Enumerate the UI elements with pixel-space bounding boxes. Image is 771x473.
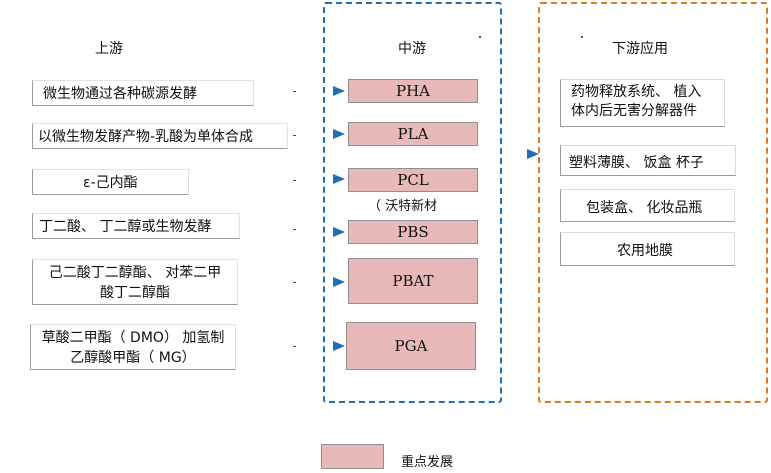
arrow-to-pbat xyxy=(333,277,345,287)
upstream-box-6-line-2: 乙醇酸甲酯（ MG） xyxy=(70,350,196,366)
connector-tick xyxy=(293,135,296,136)
upstream-box-2: 以微生物发酵产物-乳酸为单体合成 xyxy=(32,123,288,149)
upstream-box-5-line-1: 己二酸丁二醇酯、 对苯二甲 xyxy=(48,265,222,281)
downstream-dashed-frame xyxy=(538,2,768,403)
product-pbat: PBAT xyxy=(348,258,478,304)
upstream-box-4: 丁二酸、 丁二醇或生物发酵 xyxy=(32,213,240,239)
arrow-to-pla xyxy=(333,129,345,139)
connector-tick xyxy=(293,346,296,347)
legend-swatch xyxy=(321,444,384,469)
legend-label: 重点发展 xyxy=(401,455,454,470)
product-pga: PGA xyxy=(346,322,476,370)
connector-tick xyxy=(293,229,296,230)
product-pcl: PCL xyxy=(348,168,478,192)
arrow-to-downstream xyxy=(527,149,539,159)
midstream-dashed-frame xyxy=(323,2,502,403)
product-pha: PHA xyxy=(348,79,478,103)
upstream-box-5-line-2: 酸丁二醇酯 xyxy=(100,285,170,301)
product-pbs: PBS xyxy=(348,220,478,244)
product-pla: PLA xyxy=(348,122,478,146)
connector-tick xyxy=(293,282,296,283)
downstream-box-4: 农用地膜 xyxy=(560,232,735,266)
upstream-box-1: 微生物通过各种碳源发酵 xyxy=(32,80,254,106)
arrow-to-pbs xyxy=(333,227,345,237)
upstream-box-6: 草酸二甲酯（ DMO） 加氢制 乙醇酸甲酯（ MG） xyxy=(30,324,236,370)
upstream-box-5: 己二酸丁二醇酯、 对苯二甲 酸丁二醇酯 xyxy=(32,259,238,305)
arrow-to-pga xyxy=(333,341,345,351)
downstream-box-1-line-1: 药物释放系统、 植入 xyxy=(571,84,702,100)
downstream-box-1-line-2: 体内后无害分解器件 xyxy=(571,103,697,119)
downstream-box-2: 塑料薄膜、 饭盒 杯子 xyxy=(560,145,736,176)
upstream-box-3: ε-己内酯 xyxy=(32,169,189,195)
arrow-to-pcl xyxy=(333,174,345,184)
upstream-header: 上游 xyxy=(95,41,123,57)
downstream-header: 下游应用 xyxy=(612,41,668,57)
marker-dot xyxy=(581,36,583,38)
marker-dot xyxy=(479,36,481,38)
upstream-box-6-line-1: 草酸二甲酯（ DMO） 加氢制 xyxy=(41,330,225,346)
pcl-note: （ 沃特新材 xyxy=(368,199,438,214)
connector-tick xyxy=(293,91,296,92)
arrow-to-pha xyxy=(333,86,345,96)
midstream-header: 中游 xyxy=(398,41,426,57)
downstream-box-3: 包装盒、 化妆品瓶 xyxy=(560,189,735,222)
downstream-box-1: 药物释放系统、 植入 体内后无害分解器件 xyxy=(560,79,725,127)
connector-tick xyxy=(293,180,296,181)
